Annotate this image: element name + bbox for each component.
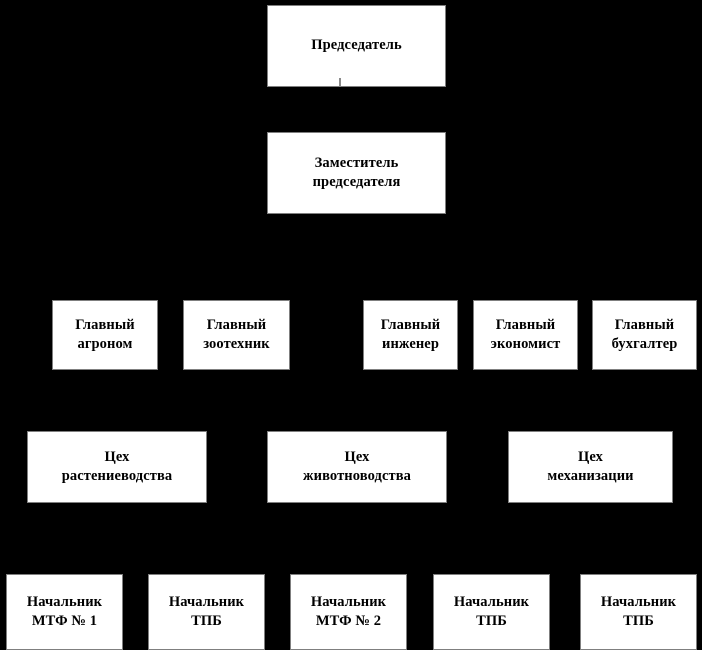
org-node-label: Главный инженер bbox=[380, 316, 441, 352]
org-node-label: Главный экономист bbox=[490, 316, 561, 352]
org-node-chief-livestock-specialist: Главный зоотехник bbox=[183, 300, 290, 370]
org-node-label: Начальник МТФ № 1 bbox=[26, 593, 103, 629]
org-node-label: Начальник МТФ № 2 bbox=[310, 593, 387, 629]
org-node-label: Начальник ТПБ bbox=[600, 593, 677, 629]
org-node-head-mtf-1: Начальник МТФ № 1 bbox=[6, 574, 123, 650]
org-node-label: Начальник ТПБ bbox=[453, 593, 530, 629]
org-node-chief-agronomist: Главный агроном bbox=[52, 300, 158, 370]
org-node-crop-production-shop: Цех растениеводства bbox=[27, 431, 207, 503]
org-node-label: Главный бухгалтер bbox=[611, 316, 678, 352]
org-node-chief-engineer: Главный инженер bbox=[363, 300, 458, 370]
org-node-label: Цех механизации bbox=[547, 448, 634, 484]
org-node-deputy-chairman: Заместитель председателя bbox=[267, 132, 446, 214]
org-node-label: Председатель bbox=[311, 37, 402, 54]
org-node-label: Главный агроном bbox=[75, 316, 135, 352]
org-node-chairman: Председатель bbox=[267, 5, 446, 87]
org-node-label: Главный зоотехник bbox=[203, 316, 270, 352]
org-node-mechanization-shop: Цех механизации bbox=[508, 431, 673, 503]
org-node-head-tpb-3: Начальник ТПБ bbox=[580, 574, 697, 650]
org-node-head-tpb-1: Начальник ТПБ bbox=[148, 574, 265, 650]
org-node-head-tpb-2: Начальник ТПБ bbox=[433, 574, 550, 650]
org-node-label: Начальник ТПБ bbox=[168, 593, 245, 629]
org-node-label: Цех животноводства bbox=[303, 448, 411, 484]
org-node-livestock-shop: Цех животноводства bbox=[267, 431, 447, 503]
org-node-head-mtf-2: Начальник МТФ № 2 bbox=[290, 574, 407, 650]
connector-chairman-to-deputy bbox=[339, 78, 341, 87]
org-node-label: Цех растениеводства bbox=[61, 448, 173, 484]
org-node-chief-economist: Главный экономист bbox=[473, 300, 578, 370]
org-node-label: Заместитель председателя bbox=[312, 154, 401, 190]
org-node-chief-accountant: Главный бухгалтер bbox=[592, 300, 697, 370]
